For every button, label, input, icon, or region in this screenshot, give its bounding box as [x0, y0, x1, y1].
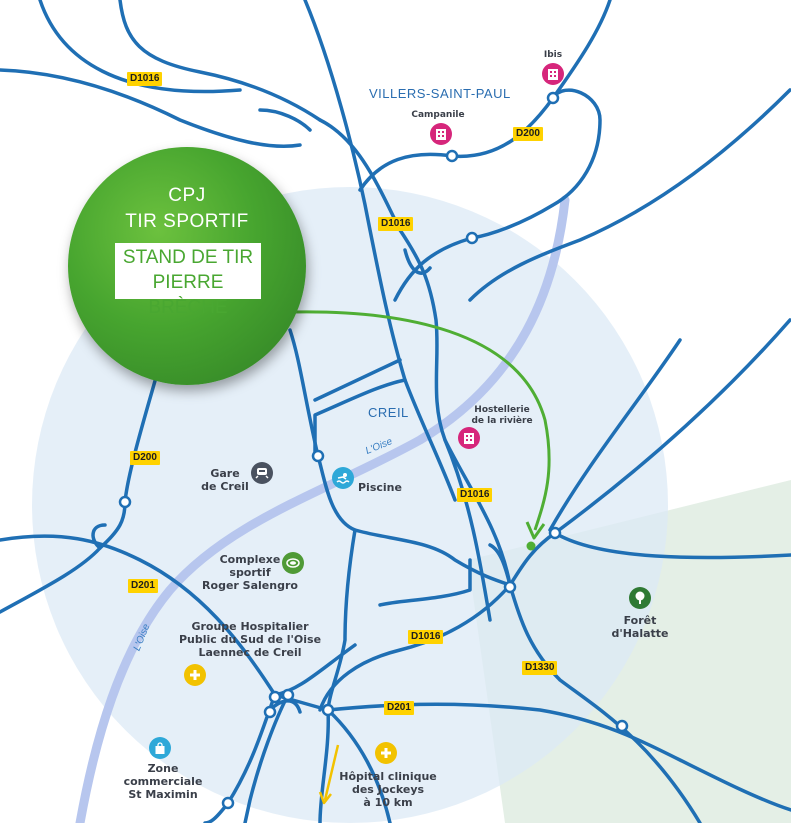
- poi-label-campanile: Campanile: [411, 110, 465, 120]
- tree-icon[interactable]: [629, 587, 651, 609]
- road-label-d1016: D1016: [457, 488, 493, 502]
- poi-label-piscine: Piscine: [358, 481, 402, 494]
- route-arrow-head: [525, 521, 546, 540]
- route-arrow: [291, 310, 551, 531]
- destination-dot: [526, 541, 536, 551]
- poi-label-zone-commerciale: Zone commerciale St Maximin: [123, 762, 203, 802]
- hotel-icon[interactable]: [542, 63, 564, 85]
- cross-icon[interactable]: [375, 742, 397, 764]
- poi-label-gare: Gare de Creil: [201, 467, 249, 494]
- road-label-d1330: D1330: [522, 661, 558, 675]
- badge-venue-box: STAND DE TIR PIERRE BRÈCHE: [115, 243, 261, 318]
- direction-arrow-head: [318, 791, 332, 805]
- poi-label-clinique: Hôpital clinique des Jockeys à 10 km: [339, 770, 437, 810]
- road-label-d200: D200: [130, 451, 160, 465]
- stadium-icon[interactable]: [282, 552, 304, 574]
- place-creil: CREIL: [368, 405, 409, 420]
- poi-label-hopital: Groupe Hospitalier Public du Sud de l'Oi…: [178, 620, 322, 660]
- swimmer-icon[interactable]: [332, 467, 354, 489]
- road-label-d1016: D1016: [127, 72, 163, 86]
- venue-badge: CPJ TIR SPORTIF STAND DE TIR PIERRE BRÈC…: [68, 147, 306, 385]
- badge-venue-line: STAND DE TIR: [122, 247, 254, 268]
- shopping-bag-icon[interactable]: [149, 737, 171, 759]
- badge-venue-line: PIERRE BRÈCHE: [148, 272, 228, 318]
- road-label-d200: D200: [513, 127, 543, 141]
- badge-title: CPJ: [168, 185, 206, 206]
- junctions: [118, 91, 629, 810]
- road-label-d1016: D1016: [378, 217, 414, 231]
- poi-label-ibis: Ibis: [543, 50, 563, 60]
- road-label-d201: D201: [384, 701, 414, 715]
- hotel-icon[interactable]: [458, 427, 480, 449]
- road-label-d1016: D1016: [408, 630, 444, 644]
- direction-arrow: [323, 744, 340, 801]
- train-icon[interactable]: [251, 462, 273, 484]
- river-oise: [75, 195, 570, 823]
- place-villers-saint-paul: VILLERS-SAINT-PAUL: [369, 86, 511, 101]
- badge-subtitle: TIR SPORTIF: [125, 211, 249, 232]
- cross-icon[interactable]: [184, 664, 206, 686]
- road-label-d201: D201: [128, 579, 158, 593]
- poi-label-hostellerie: Hostellerie de la rivière: [471, 405, 533, 426]
- poi-label-foret: Forêt d'Halatte: [611, 614, 669, 641]
- poi-label-complexe: Complexe sportif Roger Salengro: [202, 553, 298, 593]
- hotel-icon[interactable]: [430, 123, 452, 145]
